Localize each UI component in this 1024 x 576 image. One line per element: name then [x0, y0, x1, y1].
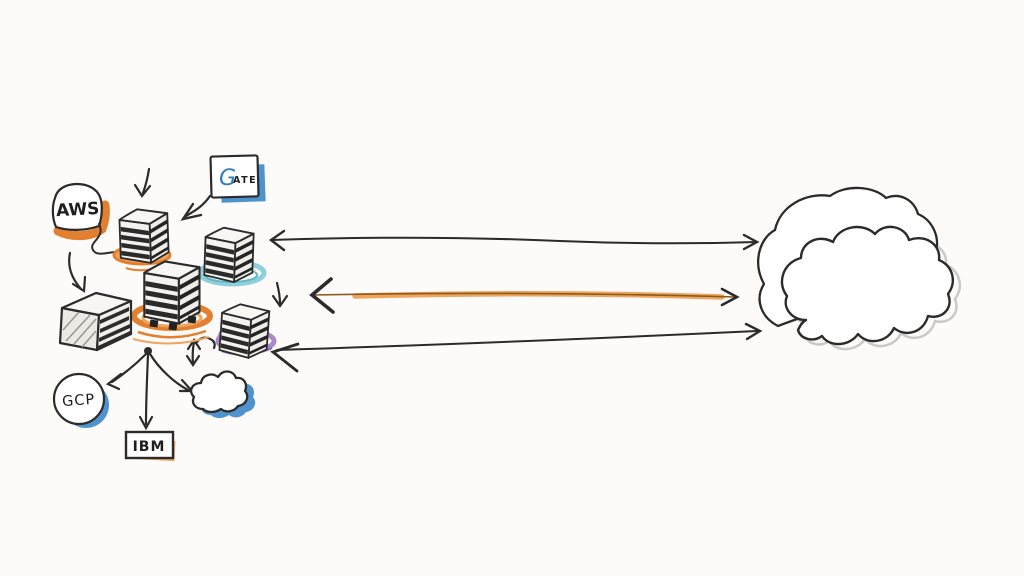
server-foot: [149, 319, 159, 328]
hatch-line: [62, 311, 80, 331]
arrow-shaft: [141, 167, 151, 195]
ibm-label: IBM: [133, 439, 166, 455]
aws-blob: [51, 182, 103, 231]
slat: [98, 331, 130, 349]
server-foot: [187, 315, 197, 324]
arrow-hub-to-ibm: [144, 353, 150, 426]
arrow-shaft: [270, 236, 758, 245]
slat: [100, 316, 129, 333]
aws-connector-squiggle: [91, 223, 117, 255]
ibm-badge: IBM: [124, 430, 176, 462]
arrow-drop-onto-cube: [68, 251, 87, 293]
aws-badge: AWS: [51, 182, 117, 255]
orange-ring-arc2: [132, 336, 210, 345]
azure-arrow: [184, 194, 212, 218]
arrowhead-right: [720, 287, 740, 307]
arrowhead-right: [744, 322, 763, 341]
aws-label: AWS: [56, 199, 100, 221]
arrow-drop-onto-stack1: [133, 167, 152, 198]
arrowhead-left: [309, 277, 335, 314]
azure-badge: G ATE: [180, 154, 266, 221]
slat: [99, 324, 130, 342]
datacenter-cube-icon: [58, 291, 133, 352]
azure-logo-glyph: G: [219, 166, 236, 191]
arrow-shaft: [191, 340, 196, 365]
azure-arrowhead: [180, 202, 203, 221]
orange-ring-arc: [137, 329, 207, 339]
arrow-hub-to-minicloud: [148, 352, 190, 392]
azure-label: ATE: [233, 175, 257, 186]
gcp-badge: GCP: [52, 372, 109, 428]
server-stack-icon-1: [118, 207, 170, 265]
arrowhead-gcp: [105, 372, 123, 391]
arrow-drop-between-stacks: [271, 281, 289, 308]
arrow-shaft: [68, 251, 83, 291]
big-cloud-front: [780, 225, 954, 346]
mini-cloud-shape: [190, 370, 249, 414]
hatch-line: [73, 318, 97, 345]
arrow-shaft: [311, 292, 737, 298]
arrowhead: [271, 294, 289, 308]
arrowhead-left: [270, 342, 300, 373]
arrowhead-ibm: [138, 415, 154, 431]
slat: [100, 307, 129, 324]
stack3-feet: [149, 315, 197, 331]
server-foot: [168, 322, 178, 331]
azure-card: [209, 154, 260, 199]
server-stack-icon-4: [218, 302, 271, 361]
arrowhead: [133, 183, 152, 198]
server-stack-icon-3: [143, 260, 201, 325]
ibm-card: [124, 430, 175, 460]
arrow-shaft: [275, 281, 282, 306]
cube-slats: [98, 307, 130, 349]
hatch-line: [81, 330, 97, 348]
arrowhead-left: [268, 229, 286, 252]
cube-hatching: [62, 311, 97, 348]
hatch-line: [65, 314, 91, 342]
arrowhead-down: [185, 354, 201, 367]
arrow-top-link: [268, 229, 760, 252]
gcp-label: GCP: [62, 392, 96, 410]
mini-cloud-icon: [190, 370, 256, 418]
hub-fanout: [105, 347, 195, 431]
arrow-bottom-link: [270, 322, 763, 373]
arrowhead-right: [742, 233, 760, 251]
aws-shadow: [53, 200, 110, 241]
arrowhead: [71, 275, 87, 293]
cube-top-face: [60, 291, 133, 317]
arrow-middle-link-highlighted: [309, 277, 740, 314]
big-cloud-icon: [757, 186, 962, 351]
arrow-shaft: [276, 330, 758, 351]
gcp-circle: [52, 372, 106, 426]
server-stack-icon-2: [203, 226, 255, 284]
